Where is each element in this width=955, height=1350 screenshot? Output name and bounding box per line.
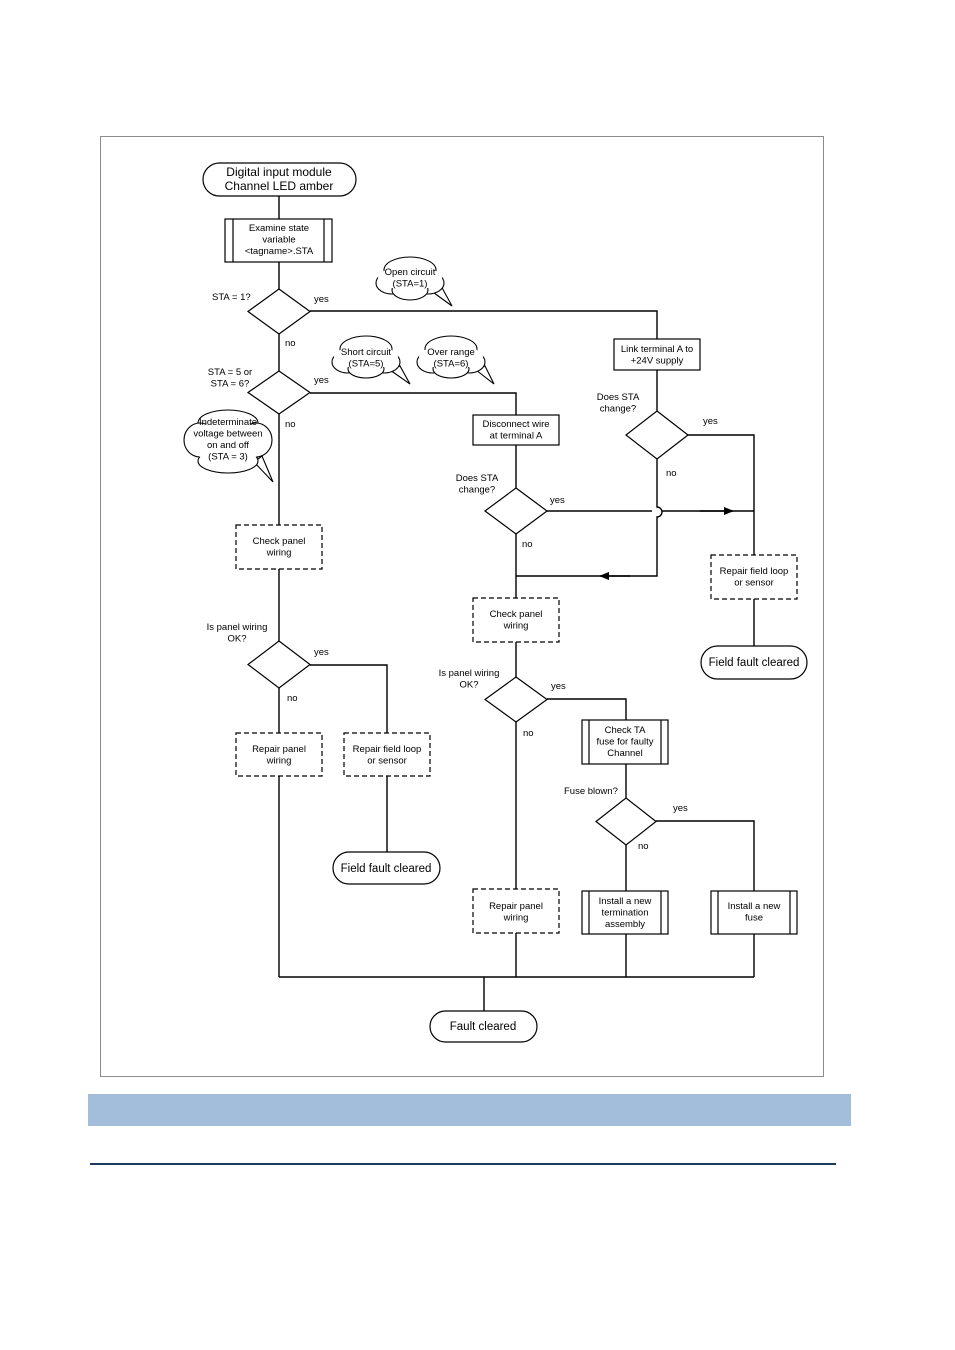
node-fault-cleared <box>429 1010 538 1043</box>
callout-short-circuit <box>331 335 411 385</box>
fault-cleared-label: Fault cleared <box>450 1021 516 1033</box>
edge-no: no <box>285 338 296 349</box>
callout-over-range <box>416 335 495 385</box>
edge-no: no <box>638 841 649 852</box>
section-band <box>88 1094 851 1126</box>
callout-open-circuit-label: Open circuit(STA=1) <box>385 267 436 290</box>
decision-sta56 <box>246 370 312 415</box>
field-cleared-right-label: Field fault cleared <box>709 657 800 669</box>
footer-rule <box>90 1163 836 1165</box>
callout-short-circuit-label: Short circuit(STA=5) <box>341 347 392 370</box>
edge-yes: yes <box>314 647 329 658</box>
callout-over-range-label: Over range(STA=6) <box>427 347 475 370</box>
edge-labels: yes no yes no yes no yes no yes no yes n… <box>285 294 718 852</box>
decision-sta1 <box>246 288 312 335</box>
connector <box>604 459 663 577</box>
edge-no: no <box>666 468 677 479</box>
decision-panel-ok-left <box>247 640 311 689</box>
edge-no: no <box>522 539 533 550</box>
callout-labels: Open circuit(STA=1) Short circuit(STA=5)… <box>193 267 474 463</box>
node-link-terminal <box>613 338 701 371</box>
nodes <box>202 162 808 1043</box>
edge-no: no <box>287 693 298 704</box>
decision-panel-ok-mid <box>483 676 549 723</box>
connector <box>310 310 658 339</box>
node-field-cleared-right <box>700 645 808 680</box>
node-check-panel-left <box>235 524 323 570</box>
callout-indeterminate <box>183 409 274 483</box>
callout-open-circuit <box>375 256 453 307</box>
node-repair-field-right <box>710 554 798 600</box>
decision-sta-change-right <box>625 410 689 460</box>
node-check-ta <box>581 719 669 765</box>
link-terminal-label: Link terminal A to+24V supply <box>621 344 693 367</box>
callouts <box>183 256 495 483</box>
decision-sta1-label: STA = 1? <box>212 292 251 303</box>
edge-no: no <box>285 419 296 430</box>
connector <box>688 434 755 555</box>
connector <box>547 698 627 720</box>
edge-yes: yes <box>703 416 718 427</box>
node-check-panel-mid <box>472 597 560 643</box>
node-examine <box>224 218 333 263</box>
node-install-term <box>581 890 669 935</box>
decision-sta-change-mid <box>483 487 549 535</box>
node-start <box>202 162 357 197</box>
edge-yes: yes <box>673 803 688 814</box>
connector <box>656 820 755 891</box>
node-disconnect <box>472 414 560 446</box>
connector <box>310 664 388 733</box>
decision-fuse-label: Fuse blown? <box>564 786 618 797</box>
node-field-cleared-left <box>332 851 441 885</box>
connector <box>310 392 517 415</box>
edge-yes: yes <box>314 294 329 305</box>
field-cleared-left-label: Field fault cleared <box>341 863 432 875</box>
edge-yes: yes <box>550 495 565 506</box>
diagram-frame <box>100 136 824 1077</box>
node-repair-panel-mid <box>472 888 560 934</box>
connectors <box>278 195 755 1011</box>
decision-fuse <box>595 797 657 846</box>
node-repair-field-left <box>343 732 431 777</box>
edge-yes: yes <box>314 375 329 386</box>
node-repair-panel-left <box>235 732 323 777</box>
edge-no: no <box>523 728 534 739</box>
edge-yes: yes <box>551 681 566 692</box>
node-install-fuse <box>710 890 798 935</box>
